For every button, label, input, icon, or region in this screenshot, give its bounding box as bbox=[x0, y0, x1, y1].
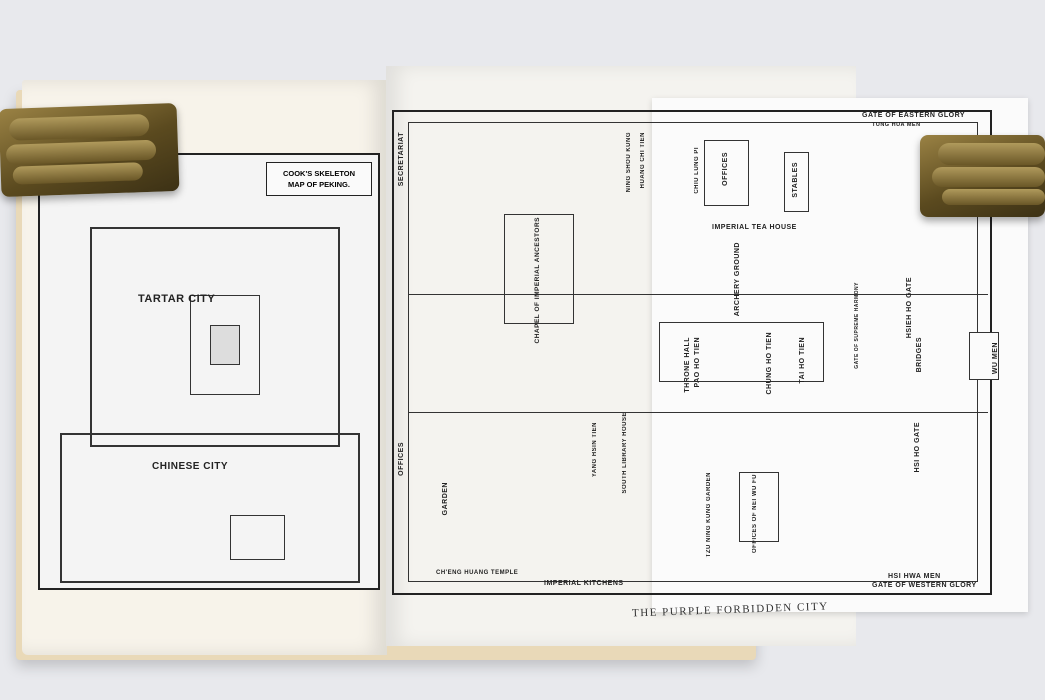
tea-house-label: IMPERIAL TEA HOUSE bbox=[712, 224, 797, 231]
gate-western-glory-label: GATE OF WESTERN GLORY bbox=[872, 582, 977, 589]
chiu-lung-pi-label: CHIU LUNG PI bbox=[694, 147, 700, 194]
cheng-huang-label: CH'ENG HUANG TEMPLE bbox=[436, 570, 519, 576]
bridges-label: BRIDGES bbox=[916, 337, 923, 373]
hsieh-ho-gate-label: HSIEH HO GATE bbox=[906, 277, 913, 339]
chapel-block bbox=[504, 214, 574, 324]
offices-block bbox=[704, 140, 749, 206]
imperial-kitchens-label: IMPERIAL KITCHENS bbox=[544, 580, 624, 587]
ning-shou-kung-label: NING SHOU KUNG bbox=[626, 132, 632, 193]
offices-top-label: OFFICES bbox=[722, 152, 729, 186]
archery-label: ARCHERY GROUND bbox=[734, 242, 741, 317]
chung-ho-tien-label: CHUNG HO TIEN bbox=[766, 332, 773, 395]
tung-hua-men-label: TUNG HUA MEN bbox=[872, 122, 921, 128]
pao-ho-tien-label: PAO HO TIEN bbox=[694, 337, 701, 388]
yang-hsin-tien-label: YANG HSIN TIEN bbox=[592, 422, 598, 478]
temple-of-heaven bbox=[230, 515, 285, 560]
east-west-road bbox=[408, 412, 988, 413]
south-library-label: SOUTH LIBRARY HOUSE bbox=[622, 412, 628, 494]
chinese-city-wall bbox=[60, 433, 360, 583]
imperial-city bbox=[190, 295, 260, 395]
brass-hand-right bbox=[920, 135, 1045, 217]
offices-label: OFFICES bbox=[398, 442, 405, 476]
forbidden-city-map: SECRETARIAT OFFICES OFFICES STABLES IMPE… bbox=[392, 110, 999, 595]
chapel-label: CHAPEL OF IMPERIAL ANCESTORS bbox=[534, 217, 541, 344]
stables-block bbox=[784, 152, 809, 212]
forbidden-city bbox=[210, 325, 240, 365]
wu-men-label: WU MEN bbox=[992, 342, 999, 375]
huang-chi-tien-label: HUANG CHI TIEN bbox=[640, 132, 646, 189]
throne-hall-label: THRONE HALL bbox=[684, 337, 691, 393]
throne-halls-block bbox=[659, 322, 824, 382]
east-west-road bbox=[408, 294, 988, 295]
hsi-ho-gate-label: HSI HO GATE bbox=[914, 422, 921, 473]
tai-ho-tien-label: TAI HO TIEN bbox=[799, 337, 806, 384]
chinese-city-label: CHINESE CITY bbox=[152, 461, 229, 472]
tzu-ning-garden-label: TZU NING KUNG GARDEN bbox=[706, 472, 712, 558]
map-title-line1: COOK'S SKELETON bbox=[282, 169, 356, 178]
garden-label: GARDEN bbox=[442, 482, 449, 516]
hsi-hwa-men-label: HSI HWA MEN bbox=[888, 573, 941, 580]
peking-map: TARTAR CITY CHINESE CITY bbox=[38, 153, 380, 590]
map-title-box: COOK'S SKELETON MAP OF PEKING. bbox=[266, 162, 372, 196]
stables-label: STABLES bbox=[792, 162, 799, 198]
tartar-city-wall bbox=[90, 227, 340, 447]
map-title-line2: MAP OF PEKING. bbox=[288, 180, 350, 189]
secretariat-label: SECRETARIAT bbox=[398, 132, 405, 187]
nei-wu-fu-block bbox=[739, 472, 779, 542]
gate-supreme-harmony-label: GATE OF SUPREME HARMONY bbox=[854, 282, 860, 369]
gate-eastern-glory-label: GATE OF EASTERN GLORY bbox=[862, 112, 966, 119]
nei-wu-fu-label: OFFICES OF NEI WU FU bbox=[752, 474, 758, 553]
wu-men-gate bbox=[969, 332, 999, 380]
brass-hand-left bbox=[0, 102, 180, 198]
tartar-city-label: TARTAR CITY bbox=[138, 293, 216, 305]
